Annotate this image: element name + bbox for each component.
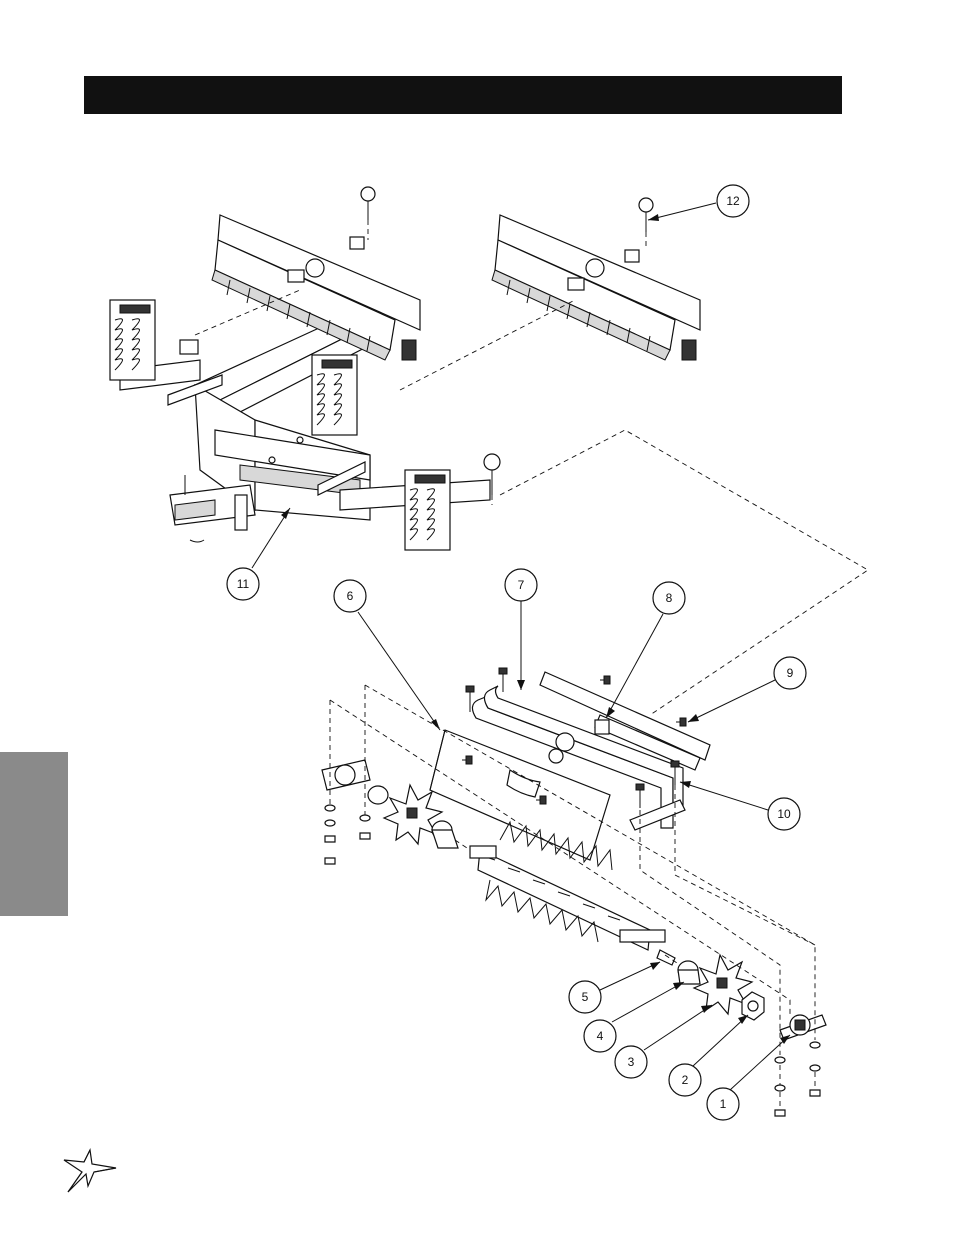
svg-text:3: 3	[628, 1055, 635, 1069]
svg-text:4: 4	[597, 1029, 604, 1043]
callout-12: 12	[648, 185, 749, 221]
spacer-part	[595, 720, 609, 734]
svg-text:11: 11	[237, 577, 250, 591]
svg-text:5: 5	[582, 990, 589, 1004]
svg-text:9: 9	[787, 666, 794, 680]
aerator-drum-left	[180, 187, 420, 360]
callout-7: 7	[505, 569, 537, 690]
svg-text:12: 12	[726, 194, 740, 208]
callout-9: 9	[688, 657, 806, 722]
star-logo-icon	[60, 1148, 120, 1196]
lynch-pin-icon	[361, 187, 375, 220]
svg-text:6: 6	[347, 589, 354, 603]
svg-text:10: 10	[777, 807, 791, 821]
left-bearing-part	[322, 760, 388, 804]
callout-1: 1	[707, 1035, 790, 1120]
svg-text:8: 8	[666, 591, 673, 605]
bushing-right	[678, 961, 700, 984]
svg-text:7: 7	[518, 578, 525, 592]
bushing-left	[432, 821, 458, 848]
callout-10: 10	[680, 781, 800, 830]
hex-nut-part	[742, 992, 764, 1020]
callout-8: 8	[606, 582, 685, 718]
callout-5: 5	[569, 962, 660, 1013]
svg-text:2: 2	[682, 1073, 689, 1087]
spring-mount-center	[312, 355, 357, 435]
tow-frame-assembly	[110, 300, 500, 550]
spring-mount-left	[110, 300, 155, 380]
callout-3: 3	[615, 1005, 712, 1078]
callout-6: 6	[334, 580, 440, 730]
spring-mount-right	[405, 470, 450, 550]
washer-nut-stack-right	[775, 1042, 820, 1116]
svg-text:1: 1	[720, 1097, 727, 1111]
lynch-pin-icon	[639, 198, 653, 232]
washer-nut-stack-left	[325, 805, 370, 864]
aerator-drum-right	[492, 198, 700, 360]
